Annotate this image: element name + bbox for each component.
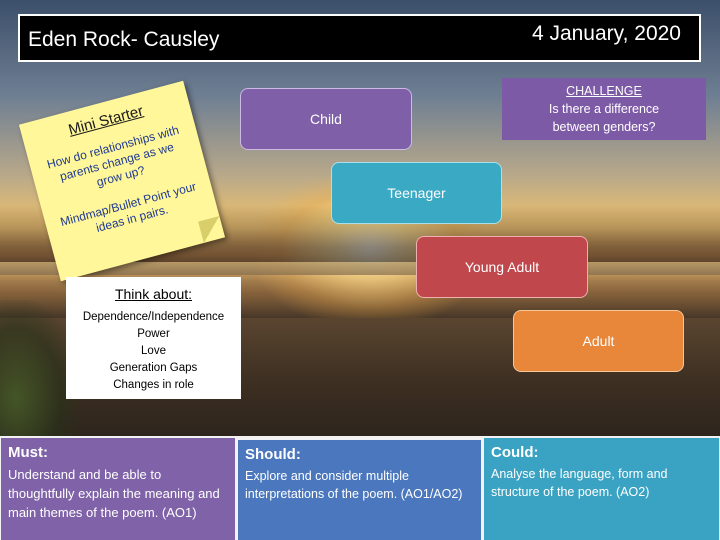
objective-should-text: Explore and consider multiple interpreta…: [245, 469, 463, 501]
objective-should-title: Should:: [245, 446, 301, 463]
think-about-title: Think about:: [114, 286, 193, 302]
challenge-question: Is there a difference between genders?: [548, 102, 660, 134]
think-about-item: Changes in role: [113, 379, 194, 391]
objective-should: Should: Explore and consider multiple in…: [238, 440, 481, 540]
slide-title: Eden Rock- Causley: [28, 28, 220, 51]
stage-teenager[interactable]: Teenager: [331, 162, 502, 224]
objective-could-text: Analyse the language, form and structure…: [491, 467, 668, 499]
slide-date: 4 January, 2020: [531, 22, 681, 45]
stage-young-adult[interactable]: Young Adult: [416, 236, 588, 298]
stage-child[interactable]: Child: [240, 88, 412, 150]
objective-could: Could: Analyse the language, form and st…: [484, 438, 719, 540]
think-about-item: Power: [137, 328, 170, 340]
challenge-box: CHALLENGE Is there a difference between …: [502, 78, 706, 140]
stage-adult[interactable]: Adult: [513, 310, 684, 372]
think-about-box: Think about: Dependence/Independence Pow…: [66, 277, 241, 399]
challenge-title: CHALLENGE: [566, 84, 642, 98]
think-about-item: Generation Gaps: [109, 362, 198, 374]
objective-could-title: Could:: [491, 444, 539, 461]
title-bar: Eden Rock- Causley 4 January, 2020: [18, 14, 701, 62]
think-about-item: Love: [141, 345, 166, 357]
objective-must-title: Must:: [8, 444, 48, 461]
think-about-list: Dependence/Independence Power Love Gener…: [66, 309, 241, 394]
objective-must-text: Understand and be able to thoughtfully e…: [8, 467, 220, 520]
think-about-item: Dependence/Independence: [82, 311, 225, 323]
objective-must: Must: Understand and be able to thoughtf…: [1, 438, 235, 540]
